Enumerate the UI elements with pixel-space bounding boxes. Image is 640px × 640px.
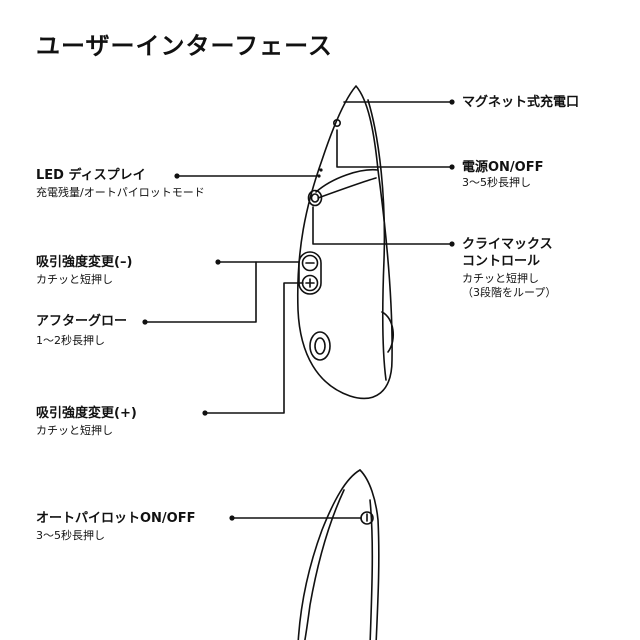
device-head-ridge <box>315 168 379 193</box>
leader-climax <box>312 206 453 245</box>
device-back-bump <box>381 311 395 353</box>
label-magnetic-port: マグネット式充電口 <box>462 95 580 110</box>
device-body-front <box>296 85 393 400</box>
magnetic-port-dot <box>332 119 341 128</box>
device-side-contour <box>367 99 387 381</box>
label-autopilot: オートパイロットON/OFF 3～5秒長押し <box>36 511 196 542</box>
device-head-ridge-inner <box>317 177 377 199</box>
leader-afterglow <box>144 261 257 323</box>
leader-plus <box>204 282 304 414</box>
label-climax-control: クライマックス コントロール カチッと短押し （3段階をループ） <box>462 237 557 299</box>
page-title: ユーザーインターフェース <box>36 32 333 60</box>
logo-inner <box>314 337 326 355</box>
climax-button-icon <box>310 193 320 203</box>
label-intensity-plus: 吸引強度変更(+) カチッと短押し <box>36 406 137 437</box>
intensity-buttons-pill <box>298 251 322 295</box>
label-afterglow: アフターグロー 1～2秒長押し <box>36 314 128 347</box>
device2-body-right <box>359 469 380 640</box>
climax-button-outline <box>307 189 323 207</box>
label-led-display: LED ディスプレイ 充電残量/オートパイロットモード <box>36 168 205 199</box>
label-power: 電源ON/OFF 3～5秒長押し <box>462 160 544 189</box>
device2-body <box>297 469 361 640</box>
leader-power <box>336 129 453 168</box>
device2-inner-contour <box>304 489 345 640</box>
logo-outline <box>309 331 331 361</box>
minus-button-ring <box>301 254 319 272</box>
label-intensity-minus: 吸引強度変更(–) カチッと短押し <box>36 255 133 286</box>
